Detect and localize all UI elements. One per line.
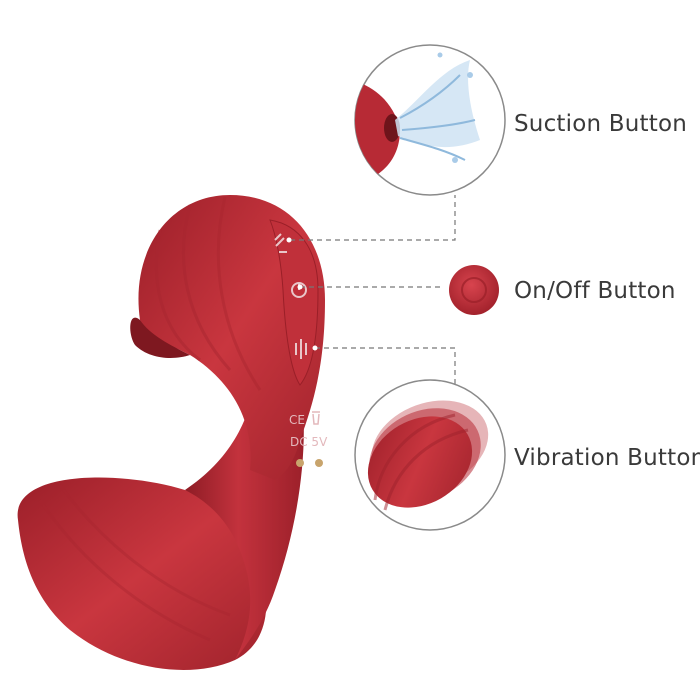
vibration-button-label: Vibration Button <box>514 445 700 471</box>
onoff-button-swatch <box>449 265 499 315</box>
callout-lines <box>290 195 456 385</box>
onoff-button-label: On/Off Button <box>514 278 676 304</box>
vibration-button-icon[interactable] <box>295 339 307 359</box>
suction-detail-circle <box>354 44 506 196</box>
suction-button-icon[interactable] <box>274 233 287 253</box>
recycle-bin-icon <box>312 411 320 425</box>
vibration-detail-circle <box>354 379 506 531</box>
callout-dots <box>286 237 318 351</box>
ce-marking: CE <box>289 413 305 427</box>
device-body <box>17 195 325 670</box>
charging-contacts <box>296 459 323 467</box>
dc-marking: DC 5V <box>290 435 328 449</box>
suction-button-label: Suction Button <box>514 111 688 137</box>
